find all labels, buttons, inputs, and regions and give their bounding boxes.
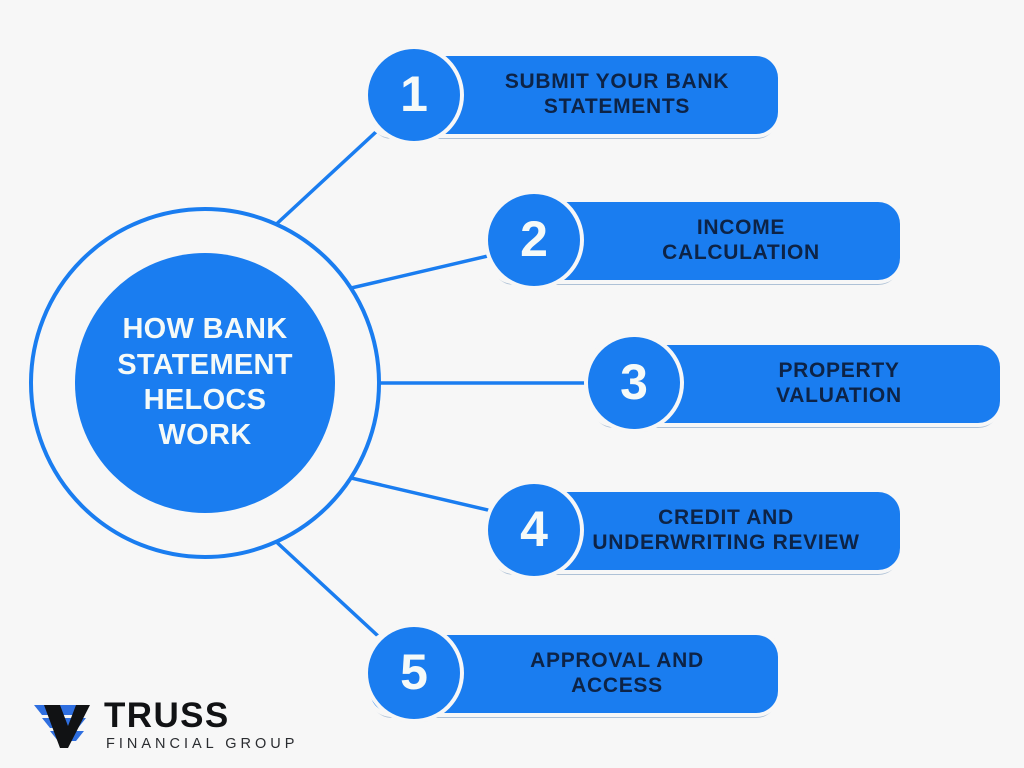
- step-number-badge-4[interactable]: 4: [488, 484, 580, 576]
- truss-chevron-icon: [34, 704, 90, 748]
- step-number-badge-5[interactable]: 5: [368, 627, 460, 719]
- step-label-2: INCOME CALCULATION: [662, 216, 820, 264]
- logo-tagline: FINANCIAL GROUP: [106, 736, 299, 752]
- hub-inner-circle: HOW BANK STATEMENT HELOCS WORK: [75, 253, 335, 513]
- step-number-badge-3[interactable]: 3: [588, 337, 680, 429]
- step-number-4: 4: [520, 501, 548, 557]
- step-number-5: 5: [400, 644, 428, 700]
- step-label-3: PROPERTY VALUATION: [776, 359, 902, 407]
- logo-name: TRUSS: [104, 696, 230, 735]
- center-hub: HOW BANK STATEMENT HELOCS WORK: [29, 207, 381, 559]
- step-label-1: SUBMIT YOUR BANK STATEMENTS: [504, 70, 730, 118]
- logo-wordmark: TRUSS FINANCIAL GROUP: [104, 698, 298, 752]
- hub-title: HOW BANK STATEMENT HELOCS WORK: [117, 313, 293, 452]
- connector-line-4: [332, 472, 524, 520]
- step-number-3: 3: [620, 354, 648, 410]
- step-number-badge-1[interactable]: 1: [368, 49, 460, 141]
- step-number-2: 2: [520, 211, 548, 267]
- step-number-1: 1: [400, 66, 428, 122]
- brand-logo: TRUSS FINANCIAL GROUP: [30, 698, 298, 752]
- step-label-5: APPROVAL AND ACCESS: [530, 649, 704, 697]
- step-label-4: CREDIT AND UNDERWRITING REVIEW: [592, 506, 860, 554]
- step-number-badge-2[interactable]: 2: [488, 194, 580, 286]
